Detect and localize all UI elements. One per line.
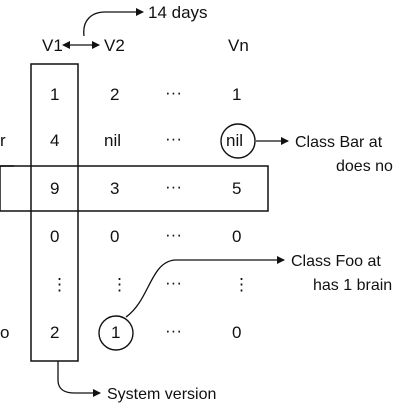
cell-r6-vn: 0 — [232, 323, 241, 342]
cell-r1-vn: 1 — [232, 85, 241, 104]
cell-r1-dots: ··· — [165, 83, 182, 102]
cell-r1-v2: 2 — [110, 85, 119, 104]
cell-r5-v1: ⋮ — [51, 275, 68, 294]
interval-label: 14 days — [148, 3, 208, 22]
cell-r4-dots: ··· — [165, 225, 182, 244]
cell-r4-vn: 0 — [232, 227, 241, 246]
cell-r4-v1: 0 — [50, 227, 59, 246]
foo-annotation-arrow — [125, 256, 285, 318]
interval-arrow — [83, 8, 144, 37]
cell-r4-v2: 0 — [110, 227, 119, 246]
one-highlight-circle — [98, 315, 134, 351]
cell-r3-v1: 9 — [50, 179, 59, 198]
column-header-v2: V2 — [104, 36, 125, 55]
cell-r5-v2: ⋮ — [111, 275, 128, 294]
cell-r2-v2: nil — [104, 131, 121, 150]
bar-annotation-line2: does no — [336, 158, 393, 175]
system-version-label: System version — [107, 386, 216, 403]
row-label-bar: r — [0, 131, 6, 150]
column-header-vn: Vn — [228, 36, 249, 55]
row-highlight — [0, 165, 269, 212]
cell-r2-v1: 4 — [50, 131, 59, 150]
cell-r5-vn: ⋮ — [233, 275, 250, 294]
system-version-arrow — [57, 361, 101, 397]
cell-r1-v1: 1 — [50, 85, 59, 104]
cell-r3-dots: ··· — [165, 177, 182, 196]
bar-annotation-line1: Class Bar at — [295, 134, 383, 151]
cell-r5-dots: ··· — [165, 273, 182, 292]
foo-annotation-line1: Class Foo at — [291, 253, 381, 270]
row-label-foo: o — [0, 323, 9, 342]
cell-r3-v2: 3 — [110, 179, 119, 198]
cell-r6-v1: 2 — [50, 323, 59, 342]
cell-r2-dots: ··· — [165, 129, 182, 148]
foo-annotation-line2: has 1 brain — [313, 277, 392, 294]
nil-highlight-circle — [220, 123, 256, 159]
cell-r2-vn: nil — [226, 131, 243, 150]
column-header-v1: V1 — [42, 36, 63, 55]
cell-r6-dots: ··· — [165, 321, 182, 340]
cell-r3-vn: 5 — [232, 179, 241, 198]
cell-r6-v2: 1 — [111, 323, 120, 342]
v1-column-highlight — [30, 63, 79, 362]
